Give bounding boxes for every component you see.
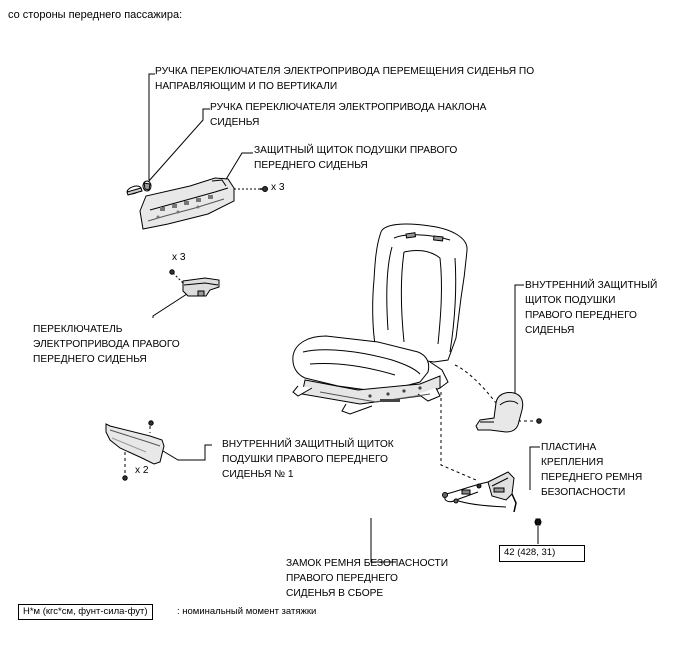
inner-shield-part xyxy=(475,392,524,433)
screw-icon xyxy=(260,186,268,192)
label-buckle: ЗАМОК РЕМНЯ БЕЗОПАСНОСТИ ПРАВОГО ПЕРЕДНЕ… xyxy=(286,558,449,599)
leader-inner-shield xyxy=(514,284,524,395)
leader-buckle xyxy=(370,518,396,563)
inner-shield-no1-part xyxy=(105,423,165,465)
section-header: со стороны переднего пассажира: xyxy=(8,9,183,21)
label-knob-recline: РУЧКА ПЕРЕКЛЮЧАТЕЛЯ ЭЛЕКТРОПРИВОДА НАКЛО… xyxy=(210,102,487,128)
seat-belt-buckle-part xyxy=(442,471,517,513)
buckle-leader-dashed xyxy=(440,392,477,481)
leader-cushion-shield xyxy=(221,152,253,187)
label-cushion-shield: ЗАЩИТНЫЙ ЩИТОК ПОДУШКИ ПРАВОГО ПЕРЕДНЕГО… xyxy=(254,145,458,171)
screw-icon xyxy=(536,418,542,424)
legend-unit-box: Н*м (кгс*см, фунт-сила-фут) xyxy=(18,604,153,620)
screw-icon xyxy=(476,483,542,526)
count-shield-screws: x 3 xyxy=(271,182,285,193)
leader-belt-plate xyxy=(529,446,540,490)
seat-assembly xyxy=(292,223,468,415)
label-knob-slide: РУЧКА ПЕРЕКЛЮЧАТЕЛЯ ЭЛЕКТРОПРИВОДА ПЕРЕМ… xyxy=(155,66,535,92)
screw-icon xyxy=(122,420,154,481)
label-power-switch: ПЕРЕКЛЮЧАТЕЛЬ ЭЛЕКТРОПРИВОДА ПРАВОГО ПЕР… xyxy=(33,324,180,365)
count-switch-screws: x 3 xyxy=(172,252,186,263)
screw-icon xyxy=(169,269,175,275)
leader-knob-recline xyxy=(147,108,210,183)
leader-power-switch xyxy=(152,291,191,318)
count-inner-no1-screws: x 2 xyxy=(135,465,149,476)
power-switch-part xyxy=(182,277,220,297)
leader-knob-slide xyxy=(148,73,155,180)
label-inner-shield: ВНУТРЕННИЙ ЗАЩИТНЫЙ ЩИТОК ПОДУШКИ ПРАВОГ… xyxy=(525,280,658,336)
label-inner-shield-no1: ВНУТРЕННИЙ ЗАЩИТНЫЙ ЩИТОК ПОДУШКИ ПРАВОГ… xyxy=(222,439,394,480)
leader-inner-shield-no1 xyxy=(157,444,212,461)
label-belt-plate: ПЛАСТИНА КРЕПЛЕНИЯ ПЕРЕДНЕГО РЕМНЯ БЕЗОП… xyxy=(541,442,643,498)
legend-text: : номинальный момент затяжки xyxy=(177,606,317,617)
torque-value-box: 42 (428, 31) xyxy=(499,545,585,562)
cushion-shield-part xyxy=(139,177,235,230)
inner-shield-dashed xyxy=(454,364,497,404)
